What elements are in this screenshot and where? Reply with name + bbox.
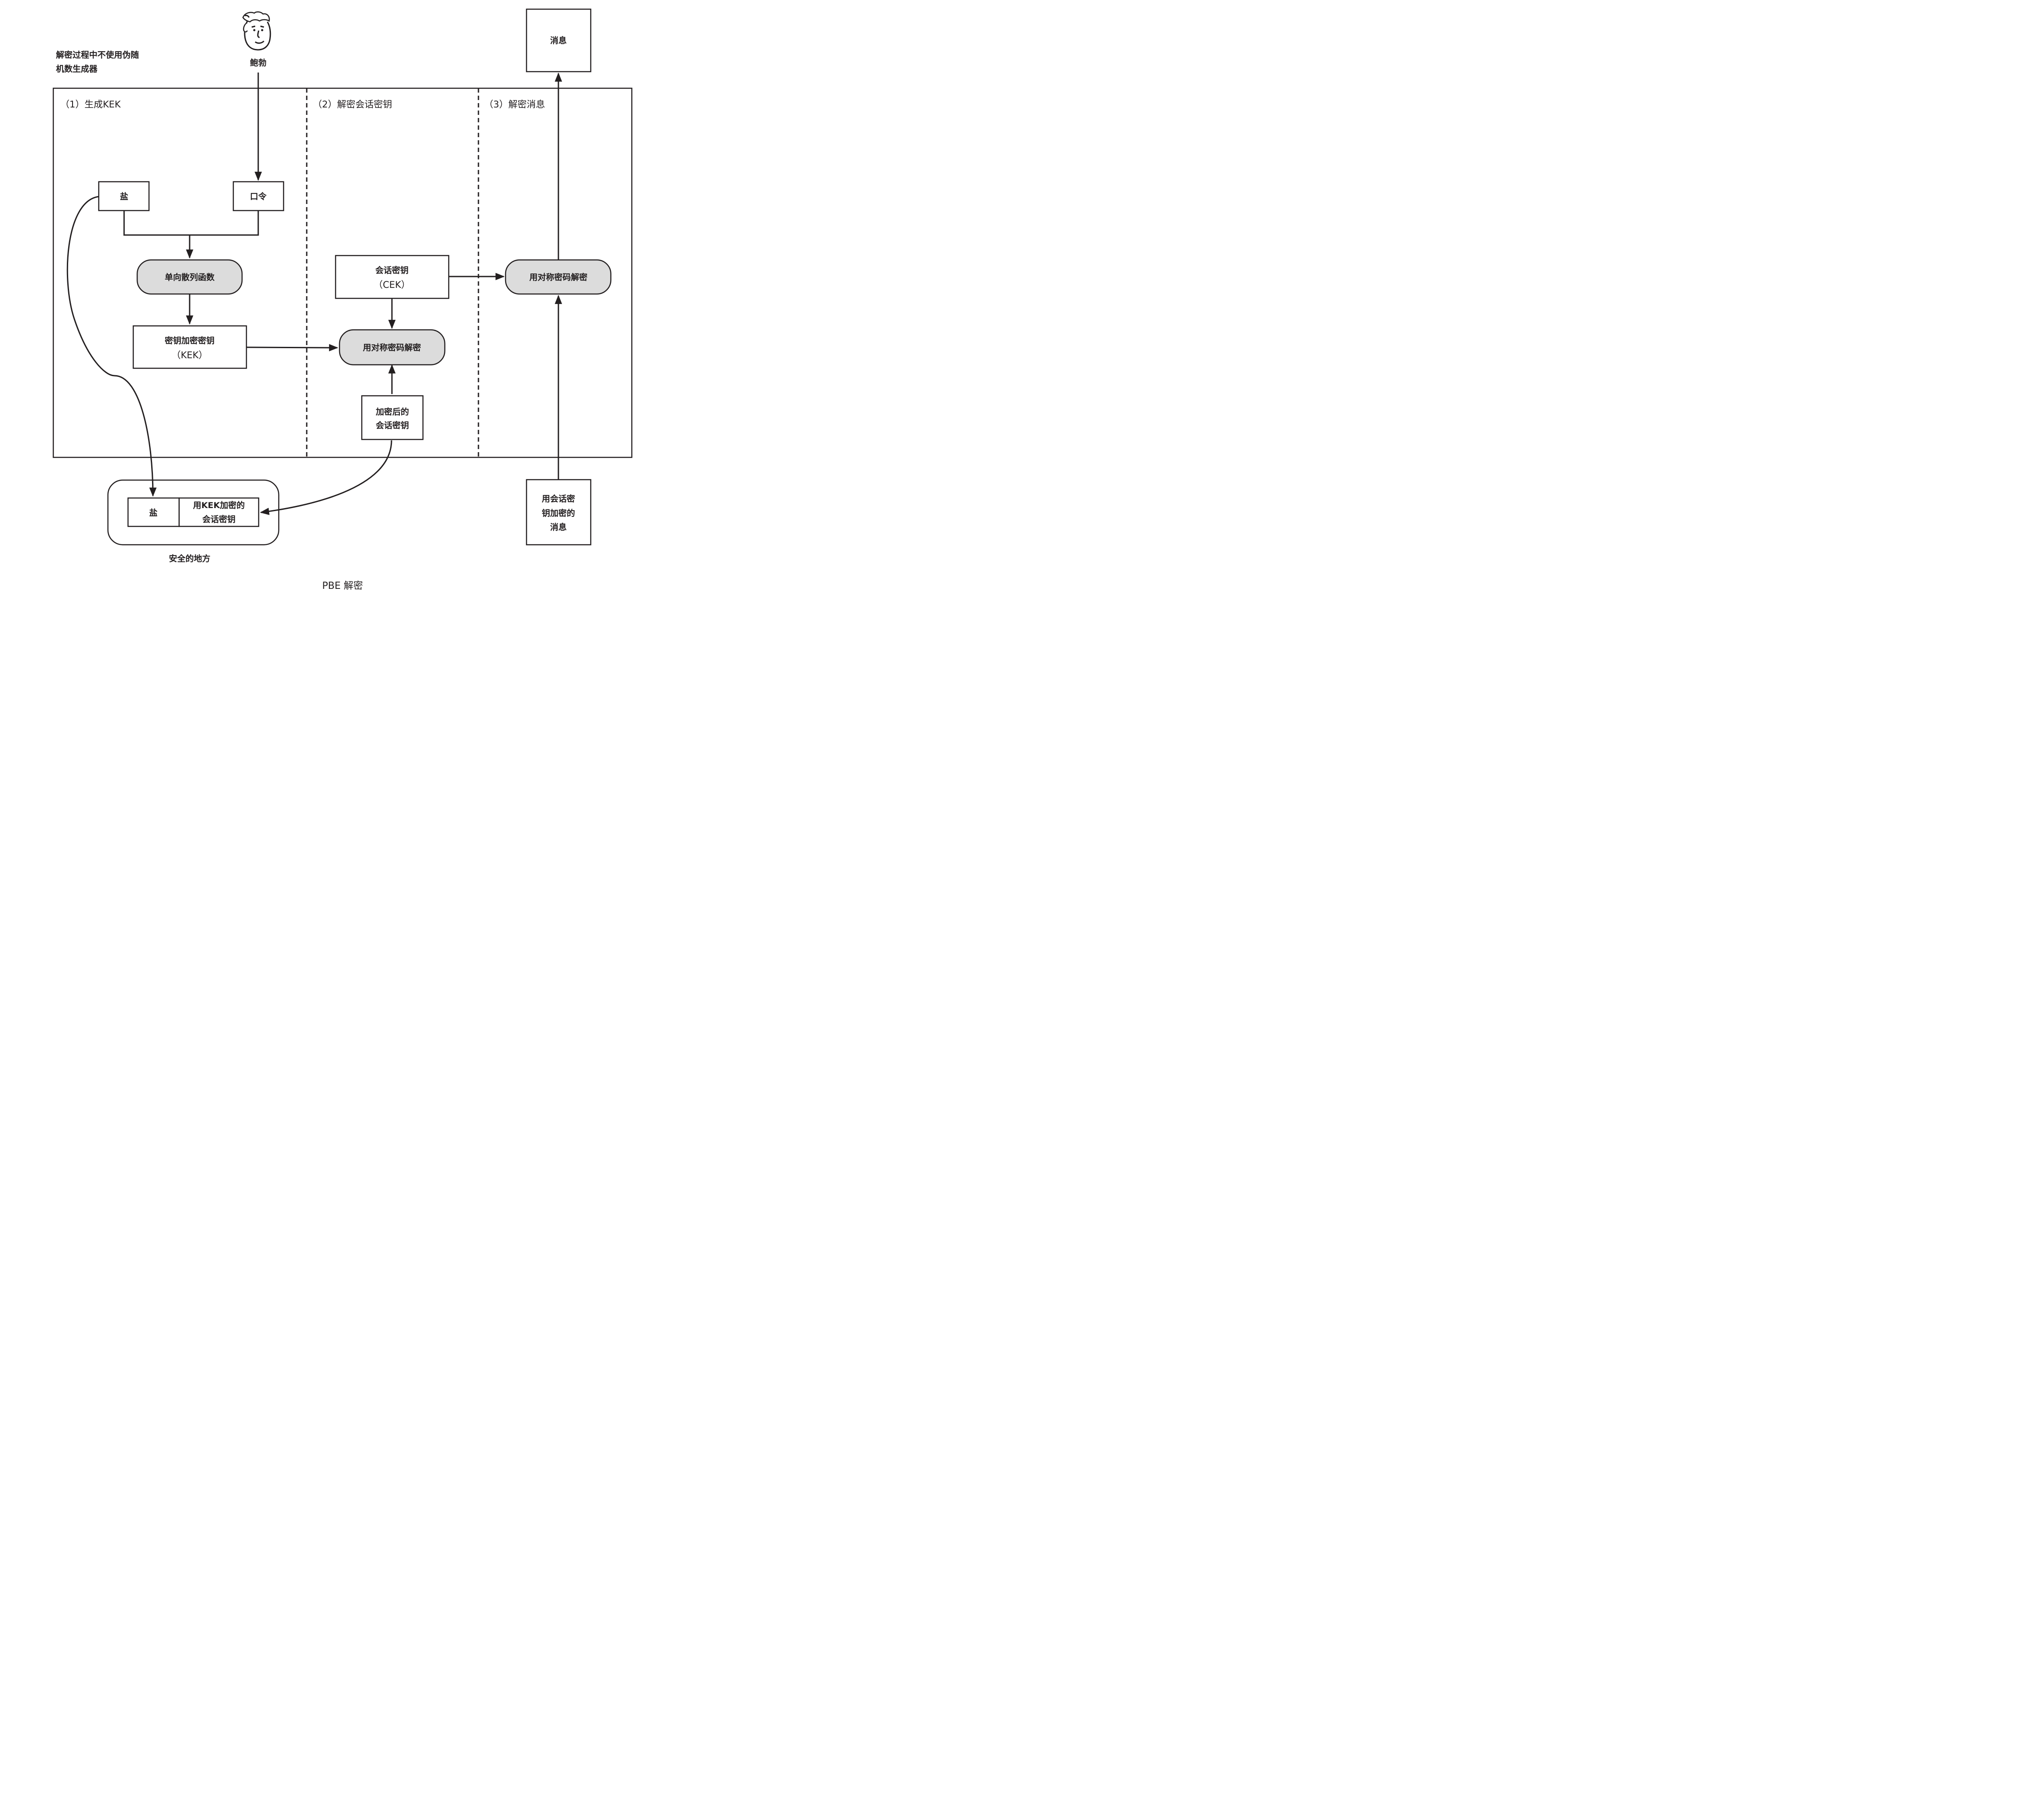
message-box (526, 8, 592, 73)
encrypted-message-line-1: 用会话密 (542, 494, 575, 504)
cek-box (335, 255, 450, 299)
message-label: 消息 (550, 35, 567, 45)
symmetric-decrypt-1-label: 用对称密码解密 (363, 342, 421, 353)
salt-box (98, 181, 150, 211)
symmetric-decrypt-2-label: 用对称密码解密 (529, 272, 587, 282)
safe-salt-label: 盐 (149, 508, 157, 518)
safe-encrypted-key-line-2: 会话密钥 (202, 514, 236, 524)
cek-label-line-2: （CEK） (374, 280, 410, 290)
encrypted-session-key-line-1: 加密后的 (375, 407, 409, 417)
password-box (232, 181, 284, 211)
kek-box (132, 325, 247, 369)
kek-label-line-1: 密钥加密密钥 (165, 335, 215, 346)
pbe-decryption-diagram: 解密过程中不使用伪随 机数生成器 鲍勃 消息 （1）生成KEK （2）解密会话密… (52, 8, 633, 591)
person-name: 鲍勃 (250, 58, 267, 68)
arrow-safe-salt-to-salt (66, 196, 157, 497)
section-label-decrypt-session-key: （2）解密会话密钥 (313, 99, 392, 110)
salt-label: 盐 (120, 191, 128, 201)
kek-label-line-2: （KEK） (172, 350, 208, 360)
encrypted-session-key-box (361, 395, 424, 440)
safe-encrypted-key-line-1: 用KEK加密的 (193, 500, 245, 510)
encrypted-message-line-3: 消息 (550, 522, 567, 532)
encrypted-message-line-2: 钥加密的 (542, 508, 575, 518)
person-face-icon (242, 11, 271, 51)
top-note-line-1: 解密过程中不使用伪随 (56, 50, 139, 60)
safe-encrypted-key-box (178, 497, 260, 527)
arrow-kek-to-decrypt (246, 344, 339, 352)
arrow-encrypted-key-to-safe-place (260, 440, 392, 515)
connector-salt-password (123, 211, 259, 236)
diagram-caption: PBE 解密 (322, 581, 363, 591)
hash-function-label: 单向散列函数 (165, 272, 215, 282)
safe-place-caption: 安全的地方 (169, 553, 210, 564)
encrypted-message-box (526, 479, 592, 546)
encrypted-session-key-line-2: 会话密钥 (376, 420, 409, 430)
password-label: 口令 (250, 191, 267, 201)
cek-label-line-1: 会话密钥 (375, 265, 409, 275)
top-note-line-2: 机数生成器 (56, 64, 98, 74)
section-label-generate-kek: （1）生成KEK (60, 99, 121, 110)
section-label-decrypt-message: （3）解密消息 (484, 99, 545, 110)
